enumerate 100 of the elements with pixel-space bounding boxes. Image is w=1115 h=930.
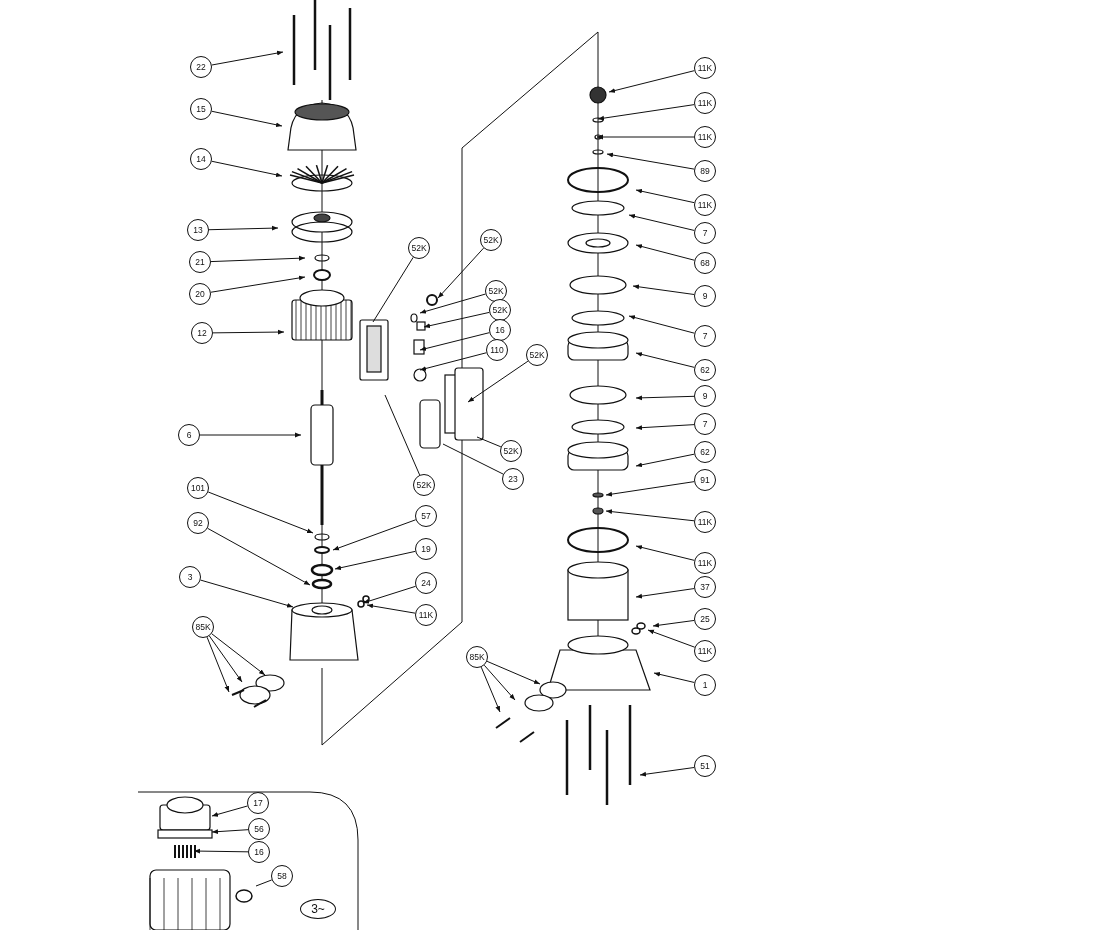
callout-number: 89 xyxy=(694,160,716,182)
leader-line xyxy=(467,360,529,403)
leader-line xyxy=(652,619,695,628)
leader-line xyxy=(255,879,273,887)
leader-line xyxy=(366,603,416,614)
leader-line xyxy=(647,629,696,648)
leader-line xyxy=(206,636,230,693)
leader-line xyxy=(419,332,490,351)
callout-number: 22 xyxy=(190,56,212,78)
callout-number: 11K xyxy=(694,552,716,574)
leader-line xyxy=(635,352,695,368)
leader-line xyxy=(605,509,695,522)
callout-number: 13 xyxy=(187,219,209,241)
leader-line xyxy=(437,247,485,299)
leader-line xyxy=(211,50,284,66)
callout-number: 12 xyxy=(191,322,213,344)
callout-number: 14 xyxy=(190,148,212,170)
phase-symbol: 3~ xyxy=(300,899,336,919)
callout-number: 52K xyxy=(408,237,430,259)
leader-line xyxy=(635,188,695,204)
callout-number: 7 xyxy=(694,325,716,347)
callout-number: 51 xyxy=(694,755,716,777)
leader-line xyxy=(211,805,248,817)
callout-number: 3 xyxy=(179,566,201,588)
callout-number: 62 xyxy=(694,441,716,463)
leader-line xyxy=(210,275,306,293)
callout-number: 62 xyxy=(694,359,716,381)
callout-number: 52K xyxy=(480,229,502,251)
callout-number: 20 xyxy=(189,283,211,305)
leader-line xyxy=(362,585,416,604)
callout-number: 6 xyxy=(178,424,200,446)
callout-number: 17 xyxy=(247,792,269,814)
leader-line xyxy=(212,329,285,335)
leader-line xyxy=(608,70,695,93)
callout-number: 68 xyxy=(694,252,716,274)
leader-line xyxy=(334,550,416,571)
leader-line xyxy=(596,134,695,140)
leader-line xyxy=(635,244,695,261)
leader-line xyxy=(476,436,502,448)
leader-line xyxy=(635,453,695,468)
callout-number: 57 xyxy=(415,505,437,527)
leader-line xyxy=(193,848,249,854)
leader-line xyxy=(632,284,695,295)
callout-number: 11K xyxy=(694,640,716,662)
callout-number: 52K xyxy=(485,280,507,302)
callout-number: 9 xyxy=(694,285,716,307)
leader-line xyxy=(480,666,501,713)
callout-number: 21 xyxy=(189,251,211,273)
callout-number: 11K xyxy=(694,126,716,148)
leader-line xyxy=(419,293,486,314)
leader-line xyxy=(419,352,487,371)
callout-number: 85K xyxy=(466,646,488,668)
leader-line xyxy=(208,225,279,231)
callout-number: 56 xyxy=(248,818,270,840)
leader-line xyxy=(442,443,504,475)
callout-number: 101 xyxy=(187,477,209,499)
leader-line xyxy=(423,311,490,329)
callout-number: 11K xyxy=(694,57,716,79)
callout-number: 16 xyxy=(248,841,270,863)
callout-number: 9 xyxy=(694,385,716,407)
callout-number: 58 xyxy=(271,865,293,887)
callout-number: 23 xyxy=(502,468,524,490)
callout-number: 15 xyxy=(190,98,212,120)
callout-number: 16 xyxy=(489,319,511,341)
leader-line xyxy=(628,315,695,334)
callout-number: 52K xyxy=(489,299,511,321)
leader-line xyxy=(208,635,243,683)
leader-line xyxy=(606,152,695,170)
callout-number: 91 xyxy=(694,469,716,491)
callout-number: 25 xyxy=(694,608,716,630)
callout-number: 11K xyxy=(694,194,716,216)
leader-line xyxy=(211,633,266,676)
leader-line xyxy=(384,394,421,476)
callout-number: 7 xyxy=(694,413,716,435)
leader-line xyxy=(653,672,695,683)
callout-number: 19 xyxy=(415,538,437,560)
leader-line xyxy=(605,481,695,497)
leader-line xyxy=(211,110,283,128)
leader-line xyxy=(211,829,249,834)
leader-line xyxy=(486,660,541,685)
callout-number: 7 xyxy=(694,222,716,244)
leader-line xyxy=(635,424,695,431)
callout-number: 52K xyxy=(500,440,522,462)
callout-number: 85K xyxy=(192,616,214,638)
leader-line xyxy=(635,545,695,561)
leader-line xyxy=(210,255,306,263)
leader-line xyxy=(628,214,695,231)
callout-number: 110 xyxy=(486,339,508,361)
leader-line xyxy=(372,256,414,323)
callout-number: 52K xyxy=(413,474,435,496)
leader-line xyxy=(207,491,314,534)
callout-number: 92 xyxy=(187,512,209,534)
leader-line xyxy=(200,579,294,608)
leader-line xyxy=(207,527,311,586)
leader-line xyxy=(199,432,302,438)
callout-number: 1 xyxy=(694,674,716,696)
callout-number: 52K xyxy=(526,344,548,366)
leader-line xyxy=(211,160,283,178)
leader-line xyxy=(639,767,695,777)
leader-line xyxy=(635,395,695,401)
